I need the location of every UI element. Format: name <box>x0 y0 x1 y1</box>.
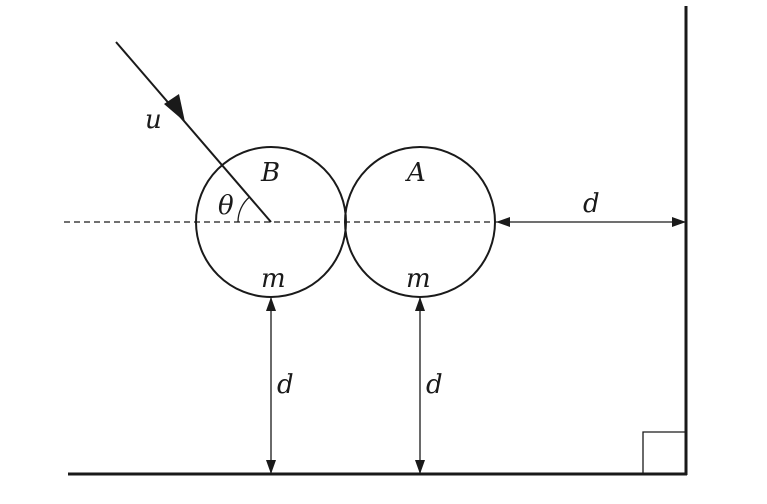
distance-right-label: d <box>583 189 600 219</box>
distance-right-arrow-right <box>672 217 686 227</box>
ball-a-label: A <box>405 158 426 188</box>
mass-a-label: m <box>406 264 431 294</box>
distance-a-floor-label: d <box>426 370 443 400</box>
distance-b-floor-arrow-top <box>266 297 276 311</box>
velocity-arrowhead <box>164 94 185 122</box>
distance-right-arrow-left <box>496 217 510 227</box>
mass-b-label: m <box>261 264 286 294</box>
velocity-line <box>115 41 272 223</box>
velocity-label: u <box>145 105 162 135</box>
angle-label: θ <box>218 191 234 221</box>
distance-b-floor-arrow-bottom <box>266 460 276 474</box>
angle-arc <box>237 196 250 223</box>
distance-b-floor-label: d <box>277 370 294 400</box>
ball-b-label: B <box>260 158 280 188</box>
distance-a-floor-arrow-bottom <box>415 460 425 474</box>
distance-a-floor-arrow-top <box>415 297 425 311</box>
right-angle-mark <box>642 431 686 474</box>
